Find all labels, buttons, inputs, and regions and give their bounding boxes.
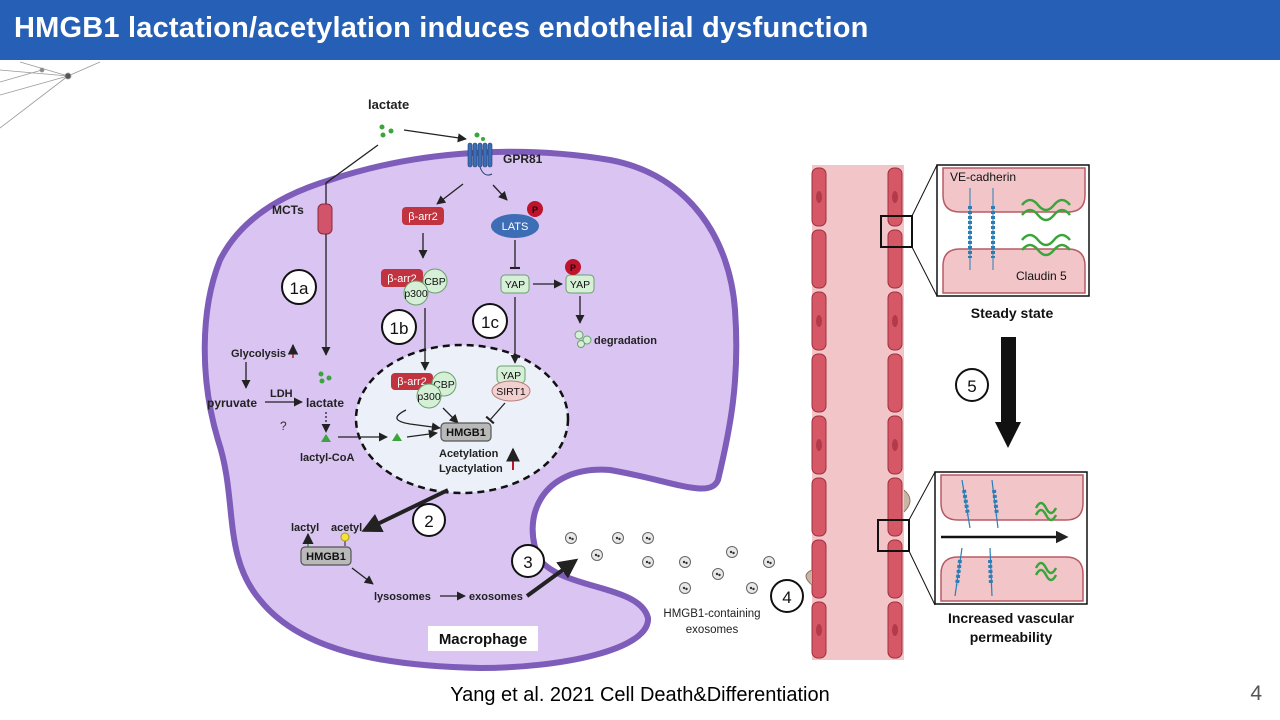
arrow-nucleus-to-cytoplasm [361, 488, 449, 533]
slide-title: HMGB1 lactation/acetylation induces endo… [14, 12, 869, 44]
macrophage-label-box [428, 626, 538, 651]
exosome-fusion-icon [805, 569, 813, 586]
barr2-node-2-label: β-arr2 [387, 273, 417, 285]
endothelial-cells-right [887, 167, 903, 659]
hmgb1-cyto-label: HMGB1 [306, 551, 346, 563]
sirt1-label: SIRT1 [496, 386, 526, 398]
step-5-label: 5 [967, 377, 976, 396]
mcts-transporter-icon [317, 203, 333, 235]
phospho-badge-lats-label: P [532, 205, 538, 215]
cbp-node-1-label: CBP [424, 276, 446, 288]
acetyl-label: acetyl [331, 522, 362, 534]
arrow-lactate-to-gpr81 [403, 129, 467, 143]
decorative-network-icon [0, 61, 101, 129]
title-bar: HMGB1 lactation/acetylation induces endo… [0, 0, 1280, 60]
yap-node-1-label: YAP [505, 279, 525, 291]
step-2-badge [412, 503, 446, 537]
p300-node-1-label: p300 [404, 288, 428, 300]
lactyl-triangle-1 [321, 434, 331, 442]
acetyl-dot-icon [340, 532, 350, 542]
step-2-label: 2 [424, 512, 433, 531]
lactyl-triangle-2 [392, 433, 402, 441]
big-down-arrow-icon [995, 337, 1021, 448]
yap-node-2 [565, 274, 595, 294]
phospho-badge-yap [565, 259, 581, 275]
step-1a-badge [281, 269, 317, 305]
p300-node-1 [403, 280, 429, 306]
arrow-lactate-to-mcts [325, 144, 379, 204]
hmgb1-exosomes-label-2: exosomes [686, 624, 739, 636]
step-1b-label: 1b [390, 319, 409, 338]
cbp-node-1 [422, 268, 448, 294]
hmgb1-nucleus-label: HMGB1 [446, 427, 486, 439]
permeability-label-1: Increased vascular [948, 610, 1075, 626]
step-4-badge [770, 579, 804, 613]
steady-state-panel [936, 164, 1090, 297]
hmgb1-exosomes-label-1: HMGB1-containing [663, 608, 760, 620]
step-4-label: 4 [782, 588, 791, 607]
citation: Yang et al. 2021 Cell Death&Differentiat… [450, 684, 830, 706]
degradation-label: degradation [594, 335, 657, 347]
ldh-label: LDH [270, 388, 293, 400]
arrow-gpr81-to-barr2 [436, 183, 464, 205]
claudin5-label: Claudin 5 [1016, 269, 1067, 283]
lactate-top-label: lactate [368, 97, 409, 112]
hmgb1-nucleus-node [440, 422, 492, 442]
step-5-badge [955, 368, 989, 402]
zoom-box-bottom [877, 519, 910, 552]
barr2-node-3-label: β-arr2 [397, 376, 427, 388]
permeability-label-2: permeability [970, 629, 1053, 645]
barr2-node-1 [402, 207, 444, 225]
phospho-badge-yap-label: P [570, 263, 576, 273]
lysosomes-label: lysosomes [374, 591, 431, 603]
yap-node-1 [500, 274, 530, 294]
step-1c-label: 1c [481, 313, 499, 332]
glycolysis-label: Glycolysis [231, 348, 286, 360]
step-1c-badge [472, 303, 508, 339]
steady-state-label: Steady state [971, 305, 1054, 321]
lats-label: LATS [502, 221, 529, 233]
lactyl-label: lactyl [291, 522, 319, 534]
step-3-label: 3 [523, 553, 532, 572]
arrow-triangle-to-hmgb1 [406, 429, 438, 439]
exosomes-label: exosomes [469, 591, 523, 603]
degradation-icon [574, 330, 592, 348]
curved-arrow-complex-to-hmgb1 [396, 409, 441, 432]
lyactylation-label: Lyactylation [439, 463, 503, 475]
lats-node [491, 214, 539, 238]
ve-cadherin-label: VE-cadherin [950, 170, 1016, 184]
lactate-cell-label: lactate [306, 396, 344, 410]
lactyl-coa-label: lactyl-CoA [300, 452, 354, 464]
sirt1-node [491, 380, 531, 402]
yap-node-3-label: YAP [501, 370, 521, 382]
p300-node-2-label: p300 [417, 391, 441, 403]
gpr81-receptor-icon [467, 142, 493, 168]
pyruvate-label: pyruvate [207, 396, 257, 410]
macrophage-label: Macrophage [439, 631, 527, 648]
p300-node-2 [416, 383, 442, 409]
permeability-panel [934, 471, 1088, 605]
acetylation-label: Acetylation [439, 448, 499, 460]
gpr81-label: GPR81 [503, 152, 543, 166]
barr2-node-1-label: β-arr2 [408, 211, 438, 223]
lactate-dots-icon [379, 124, 394, 138]
yap-node-2-label: YAP [570, 279, 590, 291]
page-number: 4 [1250, 682, 1262, 705]
arrow-exosomes-out [525, 558, 579, 598]
phospho-badge-lats [527, 201, 543, 217]
inhibit-sirt1-to-hmgb1 [485, 402, 506, 425]
zoom-box-top [880, 215, 913, 248]
arrow-hmgb1-to-lysosomes [351, 567, 374, 585]
step-3-badge [511, 544, 545, 578]
mcts-label: MCTs [272, 203, 304, 217]
step-1b-badge [381, 309, 417, 345]
hmgb1-cyto-node [300, 546, 352, 566]
step-1a-label: 1a [290, 279, 309, 298]
question-label: ? [280, 419, 287, 433]
arrow-cbp-to-hmgb1 [442, 407, 459, 424]
lactate-cell-dots-icon [318, 371, 332, 384]
arrow-gpr81-to-lats [492, 184, 508, 201]
